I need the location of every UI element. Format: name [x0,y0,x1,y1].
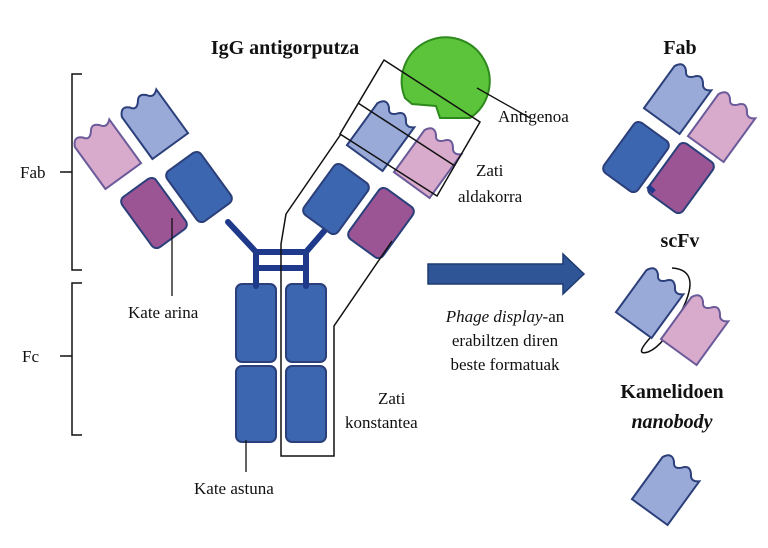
antigen [400,36,491,119]
scfv-format-illustration [614,263,732,367]
arrow-caption-suffix: -an [543,307,565,326]
nanobody-format-title-1: Kamelidoen [620,381,723,403]
right-heavy-constant-domain [302,162,370,236]
arrow-caption-line3: beste formatuak [450,355,560,374]
nanobody-variable-domain [630,450,703,527]
left-heavy-constant-domain [165,150,233,224]
variable-region-label-1: Zati [476,161,504,180]
diagram-title: IgG antigorputza [211,37,359,59]
variable-region-box [338,58,482,198]
heavy-chain-label: Kate astuna [194,479,274,498]
left-fab-arm [70,84,233,250]
fab-heavy-constant-domain [602,120,670,194]
arrow-caption-line1: Phage display-an [445,307,565,326]
fab-format-illustration [602,59,759,215]
light-chain-label: Kate arina [128,303,199,322]
fab-bracket [60,73,82,271]
fab-light-constant-domain [647,141,715,215]
fab-format-title: Fab [663,37,696,59]
antigen-label: Antigenoa [498,107,569,126]
right-fab-arm [302,162,415,260]
scfv-format-title: scFv [661,230,700,252]
fab-bracket-label: Fab [20,163,46,182]
fc-bracket-label: Fc [22,347,39,366]
nanobody-format-title-2: nanobody [631,411,712,433]
right-light-constant-domain [347,186,415,260]
variable-region-label-2: aldakorra [458,187,523,206]
leader-lines [171,87,531,472]
heavy-chain-outline [280,133,393,457]
fc-region [235,283,327,443]
fc-bracket [60,282,82,436]
arrow-caption-line2: erabiltzen diren [452,331,559,350]
right-arrow-icon [427,252,586,296]
hinge-region [225,219,335,289]
nanobody-format-illustration [630,450,703,527]
arrow-caption-italic: Phage display [445,307,543,326]
constant-region-label-1: Zati [378,389,406,408]
constant-region-label-2: konstantea [345,413,418,432]
